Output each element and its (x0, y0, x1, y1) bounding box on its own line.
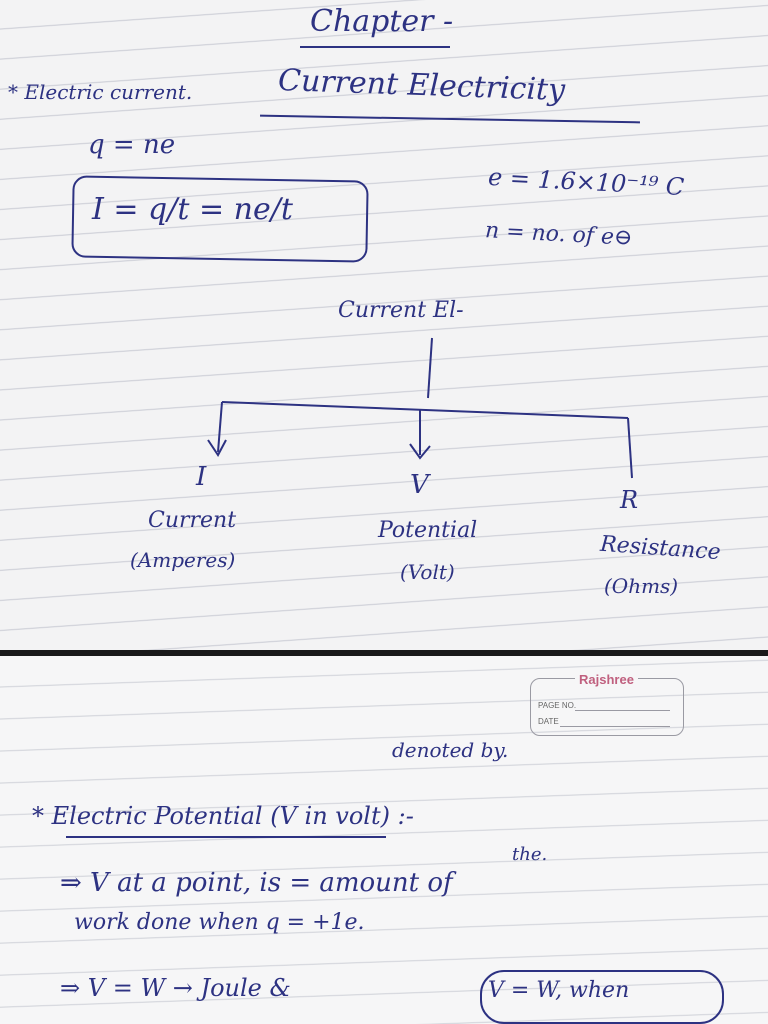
the-annotation: the. (512, 844, 548, 865)
root-stem (427, 337, 433, 399)
section-heading-text: * Electric current. (8, 80, 193, 104)
page-no-line (575, 710, 670, 711)
current-formula: I = q/t = ne/t (92, 192, 293, 227)
brand-logo: Rajshree (575, 672, 638, 687)
branch-name-current: Current (148, 508, 237, 533)
formula-line-a: ⇒ V = W → Joule & (60, 974, 291, 1002)
branch-symbol-potential: V (410, 470, 429, 500)
formula-line-b: V = W, when (488, 978, 630, 1003)
branch-symbol-current: I (196, 462, 207, 492)
notebook-page-top: Chapter - Current Electricity * Electric… (0, 0, 768, 650)
potential-heading: * Electric Potential (V in volt) :- (32, 802, 414, 830)
charge-equation: q = ne (88, 130, 176, 160)
branch-left-line (217, 401, 223, 453)
heading-underline (66, 836, 386, 838)
branch-unit-potential: (Volt) (400, 560, 455, 584)
diagram-root-label: Current El- (338, 298, 464, 323)
branch-name-potential: Potential (378, 518, 478, 543)
definition-line-1: ⇒ V at a point, is = amount of (60, 868, 453, 898)
definition-line-2: work done when q = +1e. (74, 910, 365, 935)
date-line (560, 726, 670, 727)
tree-diagram (207, 337, 633, 479)
notebook-page-bottom: Rajshree PAGE NO. DATE denoted by. * Ele… (0, 656, 768, 1024)
branch-bar (221, 401, 629, 419)
section-heading: * Electric current. (8, 82, 238, 102)
branch-right-line (627, 417, 633, 479)
page-no-label: PAGE NO. (538, 701, 577, 710)
date-label: DATE (538, 717, 559, 726)
branch-unit-current: (Amperes) (130, 548, 236, 572)
chapter-label: Chapter - (310, 4, 454, 39)
formula-oval (480, 970, 724, 1024)
chapter-underline (300, 46, 450, 48)
branch-unit-resistance: (Ohms) (604, 574, 679, 598)
branch-symbol-resistance: R (620, 486, 639, 514)
denoted-annotation: denoted by. (392, 738, 509, 762)
arrow-left-head (207, 439, 227, 457)
page-gap (0, 650, 768, 660)
arrow-mid-head (409, 443, 431, 460)
